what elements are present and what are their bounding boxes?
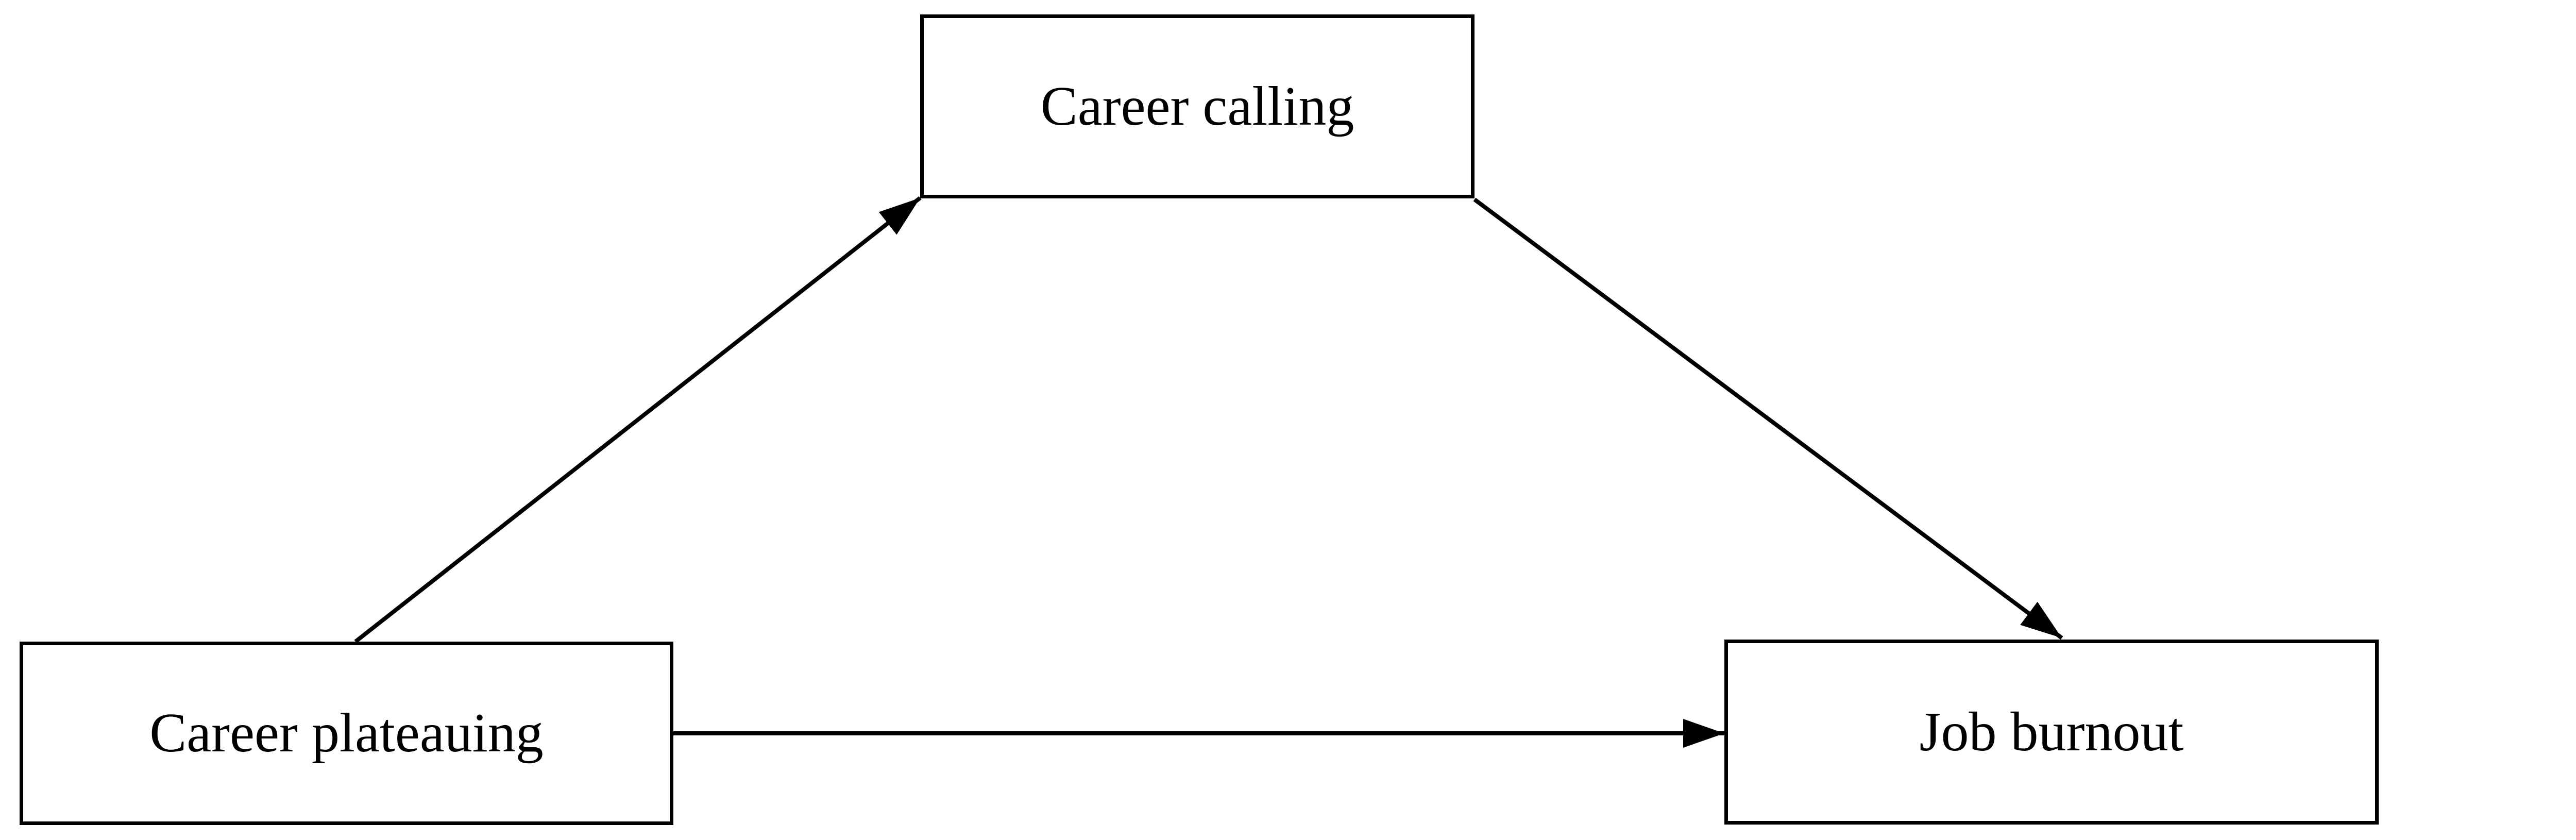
node-career-plateauing: Career plateauing	[20, 642, 673, 825]
node-career-calling-label: Career calling	[1040, 75, 1354, 137]
node-career-plateauing-label: Career plateauing	[149, 702, 544, 764]
node-job-burnout: Job burnout	[1724, 640, 2379, 825]
node-job-burnout-label: Job burnout	[1919, 701, 2184, 763]
node-career-calling: Career calling	[920, 14, 1475, 198]
arrow-calling-to-burnout	[1473, 197, 2063, 640]
arrow-plateauing-to-calling	[354, 196, 922, 644]
